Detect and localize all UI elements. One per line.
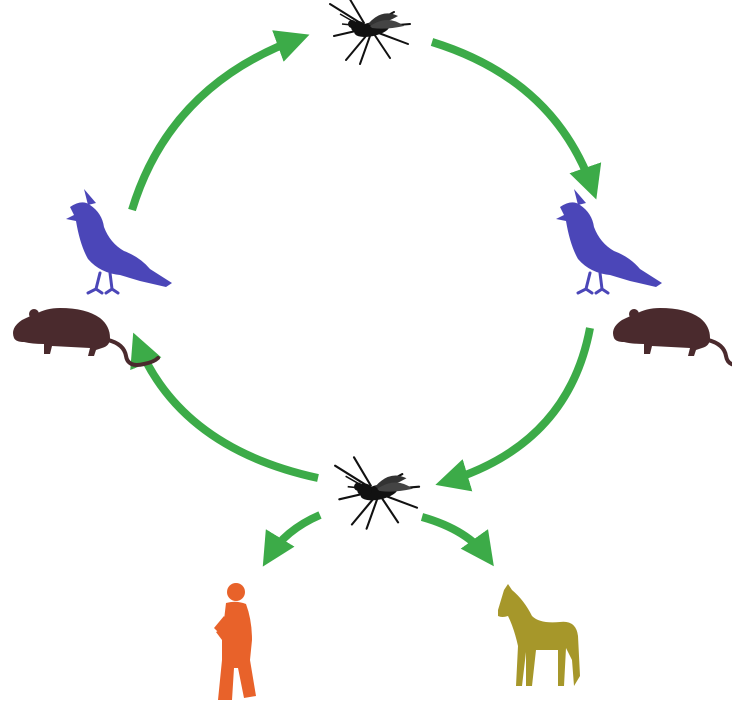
mosquito-icon xyxy=(329,0,411,65)
mosquito-icon xyxy=(334,456,421,530)
arrow-mosquito-bottom-to-rodent-left xyxy=(130,332,319,482)
arrow-mosquito-top-to-bird-right xyxy=(430,38,602,200)
arrow-bird-to-mosquito-top xyxy=(128,30,310,212)
cycle-arrows xyxy=(128,30,602,567)
bird-icon xyxy=(64,187,174,295)
rodent-icon xyxy=(11,306,160,367)
human-icon xyxy=(214,583,256,700)
arrow-mosquito-to-human xyxy=(262,511,322,567)
arrow-mosquito-to-horse xyxy=(420,513,494,567)
arrow-rodent-right-to-mosquito-bottom xyxy=(435,327,594,492)
horse-icon xyxy=(498,584,580,686)
rodent-icon xyxy=(611,306,732,367)
bird-icon xyxy=(554,187,664,295)
